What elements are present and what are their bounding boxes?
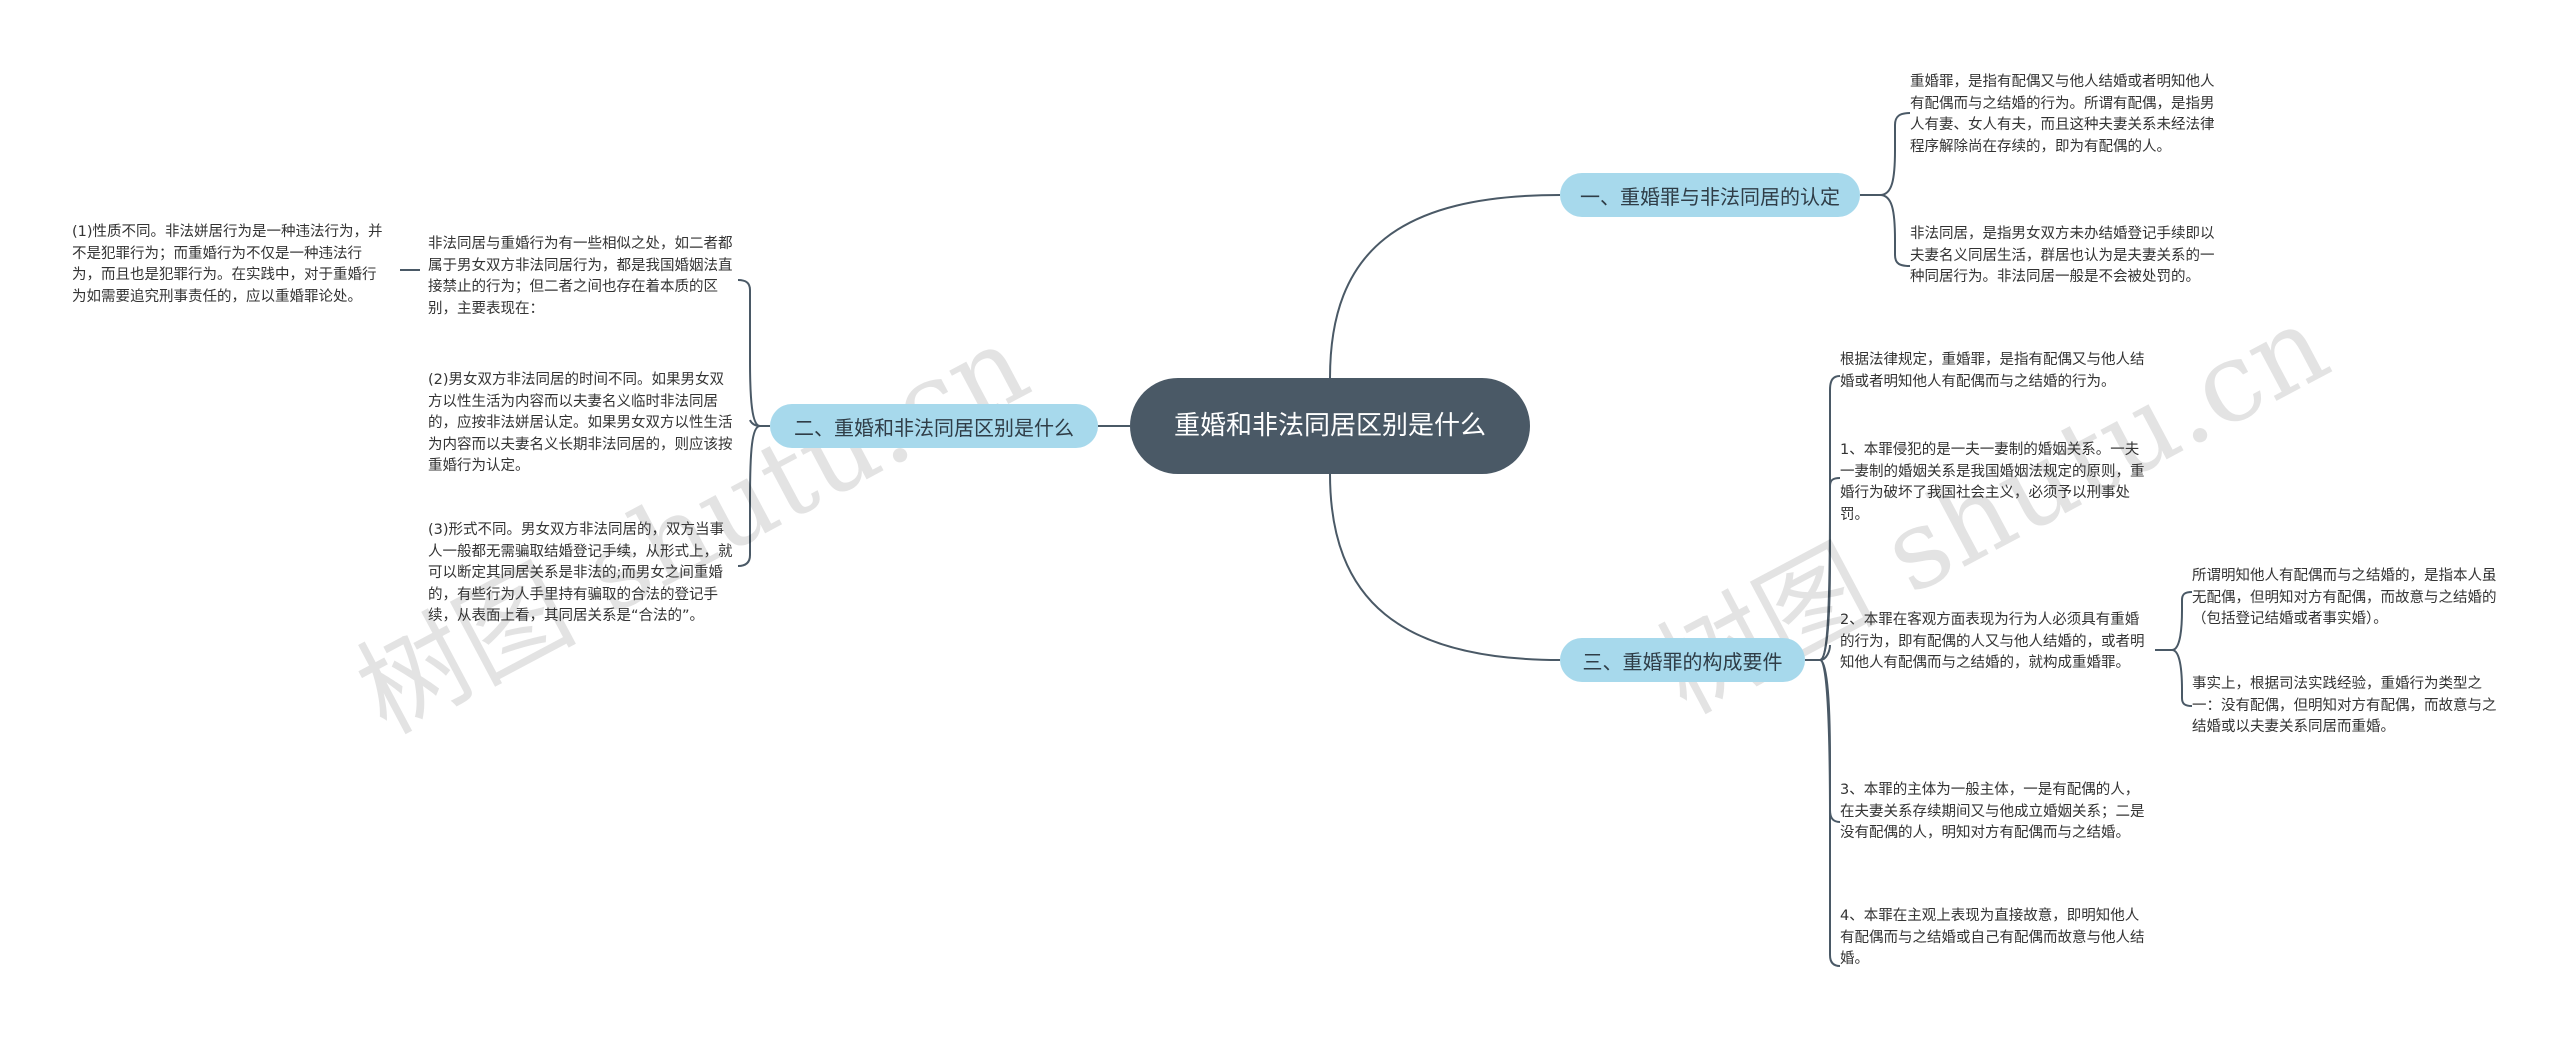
leaf-b2-nature: (1)性质不同。非法姘居行为是一种违法行为，并不是犯罪行为；而重婚行为不仅是一种… [72, 224, 383, 305]
leaf-b3-knowing: 所谓明知他人有配偶而与之结婚的，是指本人虽无配偶，但明知对方有配偶，而故意与之结… [2192, 568, 2497, 627]
leaf-b3-practice: 事实上，根据司法实践经验，重婚行为类型之一：没有配偶，但明知对方有配偶，而故意与… [2192, 676, 2497, 735]
leaf-b1-definition: 重婚罪，是指有配偶又与他人结婚或者明知他人有配偶而与之结婚的行为。所谓有配偶，是… [1910, 74, 2215, 155]
branch-node-2[interactable]: 二、重婚和非法同居区别是什么 [770, 404, 1098, 448]
leaf-b2-duration: (2)男女双方非法同居的时间不同。如果男女双方以性生活为内容而以夫妻名义临时非法… [428, 372, 733, 474]
central-topic[interactable]: 重婚和非法同居区别是什么 [1130, 378, 1530, 474]
leaf-b3-object: 1、本罪侵犯的是一夫一妻制的婚姻关系。一夫一妻制的婚姻关系是我国婚姻法规定的原则… [1840, 442, 2145, 523]
branch-node-3[interactable]: 三、重婚罪的构成要件 [1560, 638, 1805, 682]
branch-node-1[interactable]: 一、重婚罪与非法同居的认定 [1560, 173, 1860, 217]
leaf-b3-intent: 4、本罪在主观上表现为直接故意，即明知他人有配偶而与之结婚或自己有配偶而故意与他… [1840, 908, 2145, 967]
leaf-b1-cohabitation: 非法同居，是指男女双方未办结婚登记手续即以夫妻名义同居生活，群居也认为是夫妻关系… [1910, 226, 2215, 285]
leaf-b3-subject: 3、本罪的主体为一般主体，一是有配偶的人，在夫妻关系存续期间又与他成立婚姻关系；… [1840, 782, 2145, 841]
leaf-b3-objective: 2、本罪在客观方面表现为行为人必须具有重婚的行为，即有配偶的人又与他人结婚的，或… [1840, 612, 2145, 671]
leaf-b3-law: 根据法律规定，重婚罪，是指有配偶又与他人结婚或者明知他人有配偶而与之结婚的行为。 [1840, 352, 2145, 390]
leaf-b2-form: (3)形式不同。男女双方非法同居的，双方当事人一般都无需骗取结婚登记手续，从形式… [428, 522, 733, 624]
leaf-b2-intro: 非法同居与重婚行为有一些相似之处，如二者都属于男女双方非法同居行为，都是我国婚姻… [428, 236, 733, 317]
